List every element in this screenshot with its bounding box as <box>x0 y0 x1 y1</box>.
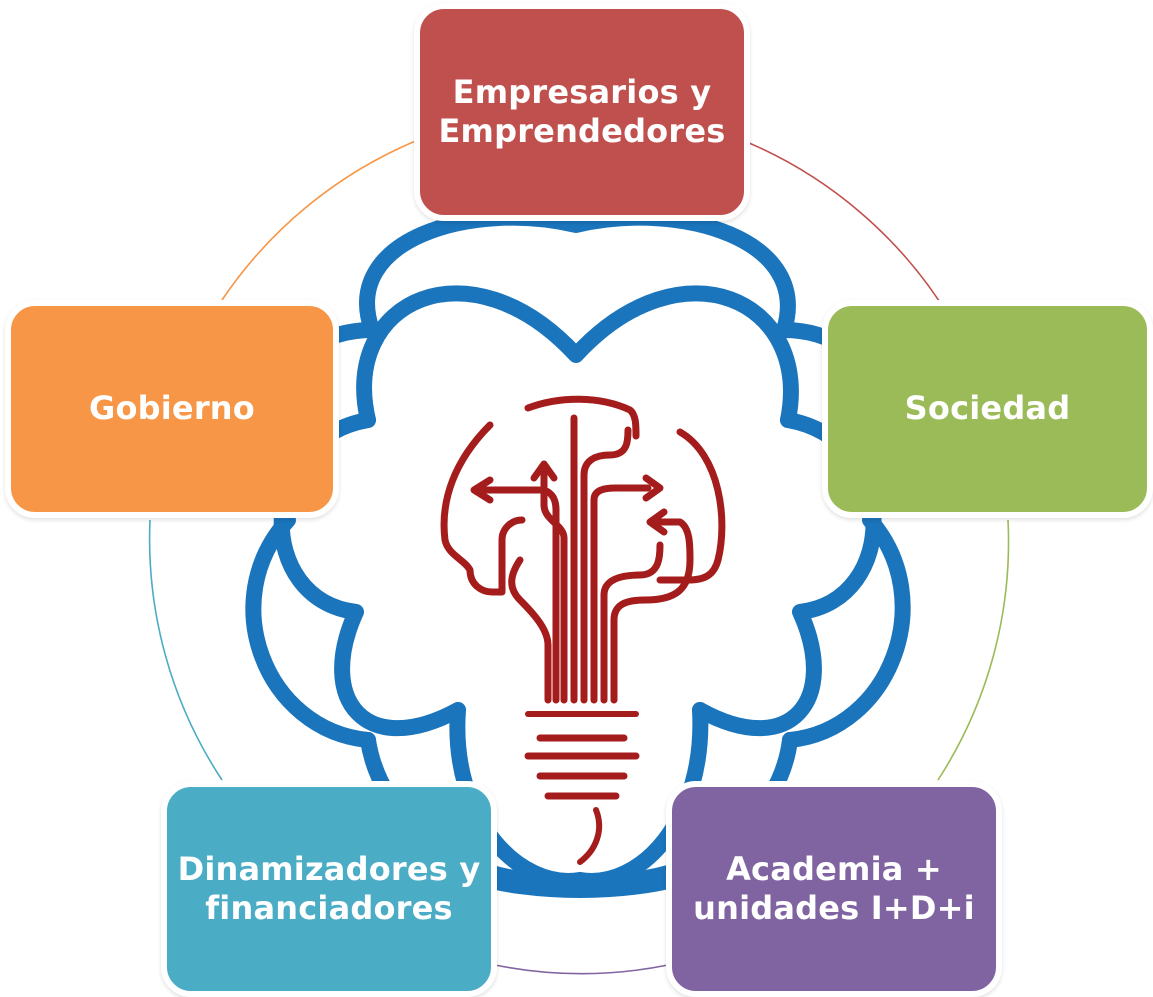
circle-arc-top-right <box>741 139 951 319</box>
node-label-line: Emprendedores <box>438 112 726 150</box>
bulb-wire-3 <box>540 466 568 704</box>
bulb-wire-2 <box>474 486 560 704</box>
bulb-tail <box>577 807 603 865</box>
bulb-wire-5 <box>580 426 632 704</box>
node-sociedad: Sociedad <box>822 300 1153 518</box>
flower-inner-top <box>356 285 799 428</box>
node-label-line: unidades I+D+i <box>693 889 975 927</box>
node-dinamizadores-financiadores: Dinamizadores y financiadores <box>161 781 497 997</box>
bulb-outline-left <box>440 421 526 596</box>
node-label-line: financiadores <box>205 889 453 927</box>
bulb-wire-8 <box>610 518 694 704</box>
bulb-arrow-up <box>530 460 558 482</box>
bulb-outline-right <box>656 428 726 584</box>
circle-arc-bottom <box>494 964 669 975</box>
lightbulb-brain-icon <box>440 395 726 865</box>
node-label-line: Gobierno <box>89 389 255 428</box>
node-label-line: Academia + <box>726 849 942 888</box>
bulb-wire-1 <box>508 556 552 704</box>
node-label-line: Empresarios y <box>452 72 712 111</box>
node-empresarios-emprendedores: Empresarios y Emprendedores <box>414 3 750 221</box>
bulb-wire-6 <box>590 484 652 704</box>
node-label-line: Dinamizadores y <box>177 849 481 888</box>
bulb-outline-top <box>524 395 640 440</box>
bulb-arrow-right <box>642 474 664 502</box>
node-gobierno: Gobierno <box>5 300 339 518</box>
connecting-circle <box>148 139 1010 975</box>
flower-petal-top <box>359 209 796 338</box>
bulb-arrow-left <box>470 476 494 504</box>
circle-arc-bottom-left <box>148 519 223 781</box>
circle-arc-right-bottom <box>937 519 1010 781</box>
node-label-line: Sociedad <box>904 389 1071 428</box>
flower-inner-bottom-right <box>572 702 709 889</box>
bulb-wire-7 <box>600 541 664 704</box>
bulb-arrow-in <box>646 508 668 536</box>
circle-arc-left-top <box>221 139 419 301</box>
node-academia-unidades: Academia + unidades I+D+i <box>666 781 1002 997</box>
